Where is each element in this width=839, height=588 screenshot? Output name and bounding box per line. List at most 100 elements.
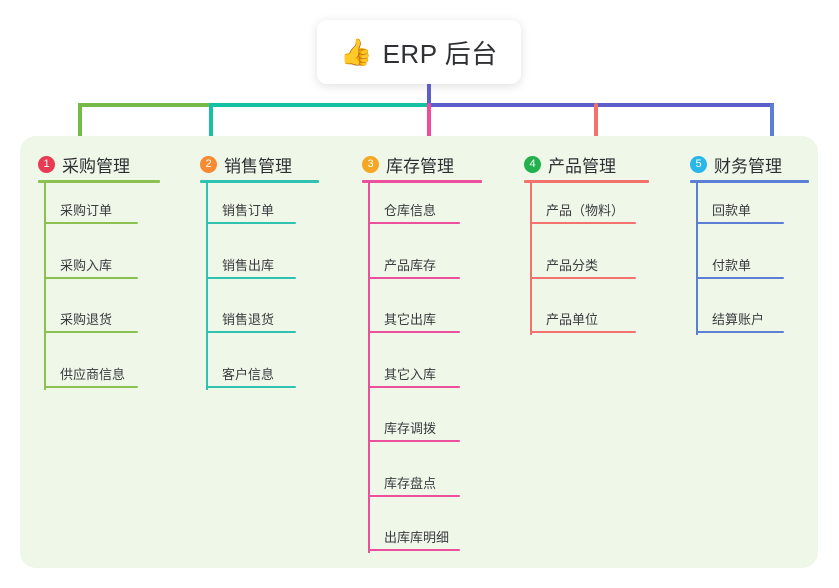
leaf-node[interactable]: 其它入库: [368, 364, 460, 394]
leaf-label: 仓库信息: [384, 203, 437, 218]
leaf-label: 回款单: [712, 203, 752, 218]
connector-drop-2: [209, 103, 213, 151]
leaf-label: 客户信息: [222, 366, 275, 382]
leaf-node[interactable]: 产品库存: [368, 255, 460, 285]
leaf-rule: [206, 222, 296, 224]
leaf-node[interactable]: 产品分类: [530, 255, 636, 285]
leaf-rule: [44, 222, 138, 224]
leaf-rule: [696, 331, 784, 333]
leaf-label: 其它入库: [384, 366, 437, 382]
leaf-rule: [206, 276, 296, 279]
leaf-label: 销售订单: [222, 203, 275, 218]
leaf-node[interactable]: 销售退货: [206, 309, 296, 339]
leaf-rule: [368, 440, 460, 442]
connector-drop-5: [770, 103, 774, 151]
leaf-node[interactable]: 销售订单: [206, 200, 296, 230]
leaf-rule: [206, 331, 296, 333]
leaf-node[interactable]: 客户信息: [206, 364, 296, 394]
connector-drop-3: [427, 103, 431, 151]
leaf-rule: [44, 331, 138, 333]
connector-trunk-green: [78, 103, 213, 107]
column-title-2: 销售管理: [224, 156, 292, 176]
column-rule-1: [38, 180, 160, 183]
column-rule-2: [200, 180, 319, 183]
column-header-5[interactable]: 5 财务管理: [690, 149, 782, 179]
column-title-1: 采购管理: [62, 156, 130, 176]
column-header-3[interactable]: 3 库存管理: [362, 149, 454, 179]
leaf-label: 产品分类: [546, 257, 599, 273]
column-badge-2: 2: [200, 155, 217, 173]
leaf-rule: [368, 331, 460, 333]
leaf-label: 采购订单: [60, 203, 113, 218]
leaf-rule: [368, 494, 460, 497]
connector-trunk-teal: [211, 103, 429, 107]
column-spine-4: [530, 180, 532, 335]
leaf-node[interactable]: 销售出库: [206, 255, 296, 285]
leaf-node[interactable]: 付款单: [696, 255, 784, 285]
connector-drop-1: [78, 103, 82, 151]
leaf-rule: [206, 385, 296, 388]
leaf-rule: [368, 385, 460, 388]
column-spine-2: [206, 180, 208, 390]
leaf-label: 出库库明细: [384, 530, 450, 545]
leaf-node[interactable]: 库存调拨: [368, 418, 460, 448]
column-badge-3: 3: [362, 155, 379, 173]
root-title: ERP 后台: [382, 38, 498, 69]
leaf-label: 库存调拨: [384, 421, 437, 436]
leaf-node[interactable]: 采购订单: [44, 200, 138, 230]
root-node[interactable]: 👍 ERP 后台: [317, 20, 521, 84]
column-title-5: 财务管理: [714, 156, 782, 176]
column-title-3: 库存管理: [386, 156, 454, 176]
leaf-label: 产品单位: [546, 312, 599, 327]
leaf-label: 销售退货: [222, 312, 275, 327]
thumbs-up-icon: 👍: [340, 37, 373, 67]
leaf-label: 结算账户: [712, 312, 765, 327]
column-header-4[interactable]: 4 产品管理: [524, 149, 616, 179]
column-badge-1: 1: [38, 155, 55, 173]
leaf-rule: [44, 276, 138, 279]
leaf-rule: [530, 331, 636, 333]
column-badge-5: 5: [690, 155, 707, 173]
leaf-node[interactable]: 产品（物料）: [530, 200, 636, 230]
leaf-rule: [530, 222, 636, 224]
leaf-label: 付款单: [712, 257, 752, 273]
leaf-rule: [696, 276, 784, 279]
leaf-node[interactable]: 结算账户: [696, 309, 784, 339]
column-spine-3: [368, 180, 370, 553]
leaf-node[interactable]: 出库库明细: [368, 527, 460, 557]
leaf-label: 产品库存: [384, 257, 437, 273]
column-rule-3: [362, 180, 482, 183]
leaf-node[interactable]: 库存盘点: [368, 473, 460, 503]
column-header-1[interactable]: 1 采购管理: [38, 149, 130, 179]
leaf-node[interactable]: 采购退货: [44, 309, 138, 339]
leaf-rule: [44, 385, 138, 388]
leaf-node[interactable]: 产品单位: [530, 309, 636, 339]
leaf-label: 采购退货: [60, 312, 113, 327]
leaf-node[interactable]: 供应商信息: [44, 364, 138, 394]
leaf-label: 产品（物料）: [546, 203, 625, 218]
leaf-label: 销售出库: [222, 257, 275, 273]
leaf-rule: [368, 222, 460, 224]
leaf-rule: [530, 276, 636, 279]
leaf-label: 其它出库: [384, 312, 437, 327]
column-spine-1: [44, 180, 46, 390]
leaf-rule: [696, 222, 784, 224]
leaf-node[interactable]: 回款单: [696, 200, 784, 230]
column-badge-4: 4: [524, 155, 541, 173]
leaf-node[interactable]: 其它出库: [368, 309, 460, 339]
leaf-rule: [368, 276, 460, 279]
leaf-rule: [368, 549, 460, 551]
column-spine-5: [696, 180, 698, 335]
leaf-label: 采购入库: [60, 257, 113, 273]
leaf-node[interactable]: 采购入库: [44, 255, 138, 285]
column-rule-5: [690, 180, 809, 183]
column-title-4: 产品管理: [548, 156, 616, 176]
leaf-node[interactable]: 仓库信息: [368, 200, 460, 230]
column-header-2[interactable]: 2 销售管理: [200, 149, 292, 179]
connector-drop-4: [594, 103, 598, 151]
connector-trunk-blue: [427, 103, 774, 107]
column-rule-4: [524, 180, 649, 183]
leaf-label: 库存盘点: [384, 475, 437, 491]
leaf-label: 供应商信息: [60, 366, 126, 382]
